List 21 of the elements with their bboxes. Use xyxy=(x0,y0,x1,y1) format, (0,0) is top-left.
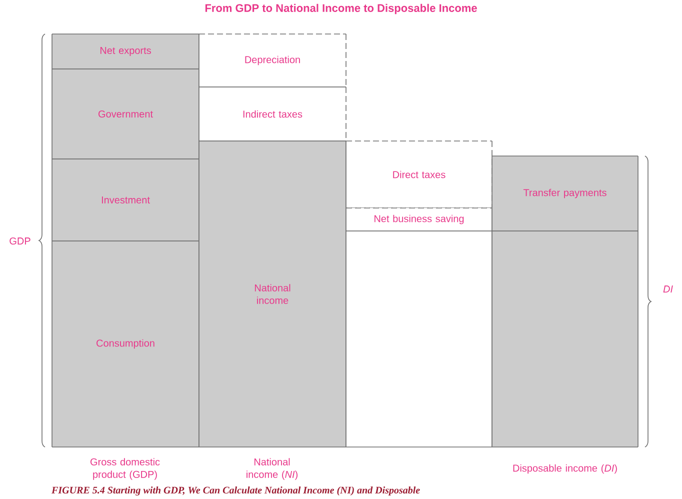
node-label: Government xyxy=(98,110,153,118)
node-label: Net business saving xyxy=(374,214,464,224)
node-label: Consumption xyxy=(96,339,154,349)
label: National income (NI) xyxy=(246,458,298,480)
bar-segment: Net exports xyxy=(52,34,200,70)
node-label: Net exports xyxy=(100,47,151,56)
label: GDP xyxy=(10,237,30,245)
node-label: Direct taxes xyxy=(393,170,446,178)
bar-segment: Net business saving xyxy=(346,208,492,232)
node-label: Investment xyxy=(102,196,150,204)
title: From GDP to National Income to Disposable Income xyxy=(205,4,477,14)
label: Gross domestic product (GDP) xyxy=(90,458,160,480)
bar-segment: Investment xyxy=(52,158,200,242)
bar-segment: Transfer payments xyxy=(492,156,638,232)
dashed-segment: Indirect taxes xyxy=(198,86,346,142)
dashed-segment: Depreciation xyxy=(198,34,346,88)
label: DI xyxy=(663,286,673,292)
node-label: Transfer payments xyxy=(523,188,606,198)
label: Disposable income (DI) xyxy=(513,464,617,474)
node-label: Depreciation xyxy=(245,56,300,66)
caption: FIGURE 5.4 Starting with GDP, We Can Calculate National Income (NI) and Disposable xyxy=(52,486,420,496)
